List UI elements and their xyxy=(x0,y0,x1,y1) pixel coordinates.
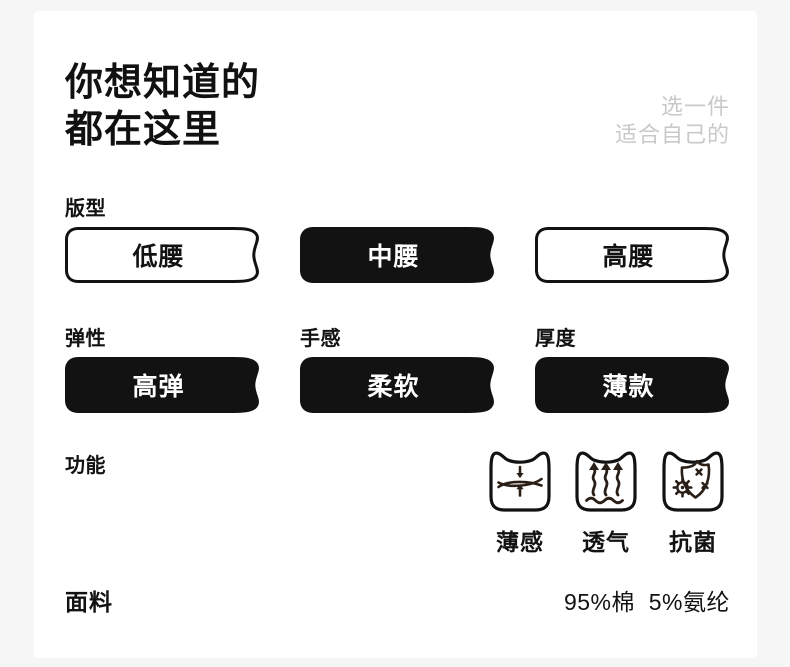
section-label-thickness: 厚度 xyxy=(535,328,576,350)
chip-label: 中腰 xyxy=(367,243,420,271)
chip-label: 高弹 xyxy=(132,373,185,401)
page-title-line2: 都在这里 xyxy=(65,109,222,151)
page-title: 你想知道的 都在这里 xyxy=(65,60,260,154)
section-label-feel: 手感 xyxy=(300,328,341,350)
feature-thin-feel: 薄感 xyxy=(487,447,553,557)
feel-value-chip[interactable]: 柔软 xyxy=(300,357,497,413)
fit-option-mid-waist-selected[interactable]: 中腰 xyxy=(300,227,497,283)
fit-option-high-waist[interactable]: 高腰 xyxy=(535,227,732,283)
chip-brace-shape xyxy=(300,357,494,413)
chip-label: 薄款 xyxy=(602,373,655,401)
fit-option-low-waist[interactable]: 低腰 xyxy=(65,227,262,283)
antibacterial-shield-icon xyxy=(662,451,724,512)
fabric-label: 面料 xyxy=(65,589,113,615)
chip-brace-shape xyxy=(65,357,259,413)
feature-breathable: 透气 xyxy=(573,447,639,557)
feature-label: 薄感 xyxy=(496,529,544,555)
elasticity-value-chip[interactable]: 高弹 xyxy=(65,357,262,413)
tagline: 选一件 适合自己的 xyxy=(615,93,730,149)
section-label-elasticity: 弹性 xyxy=(65,328,106,350)
chip-brace-shape xyxy=(65,227,259,283)
tagline-line1: 选一件 xyxy=(660,94,730,119)
thickness-value-chip[interactable]: 薄款 xyxy=(535,357,732,413)
thin-compress-icon xyxy=(489,451,551,512)
page-title-line1: 你想知道的 xyxy=(65,62,261,104)
section-label-features: 功能 xyxy=(65,455,106,477)
chip-brace-shape xyxy=(535,357,729,413)
fabric-value: 95%棉 5%氨纶 xyxy=(563,589,730,615)
chip-label: 高腰 xyxy=(602,243,655,271)
chip-brace-shape xyxy=(535,227,729,283)
feature-label: 透气 xyxy=(582,529,630,555)
chip-brace-shape xyxy=(300,227,494,283)
chip-label: 低腰 xyxy=(132,243,185,271)
feature-label: 抗菌 xyxy=(669,529,717,555)
section-label-fit: 版型 xyxy=(65,198,106,220)
feature-antibacterial: 抗菌 xyxy=(660,447,726,557)
tagline-line2: 适合自己的 xyxy=(614,122,730,147)
breathable-steam-icon xyxy=(575,451,637,512)
chip-label: 柔软 xyxy=(367,373,420,401)
product-info-card: 你想知道的 都在这里 选一件 适合自己的 版型 低腰 中腰 高腰 弹性 手感 厚… xyxy=(34,11,757,658)
